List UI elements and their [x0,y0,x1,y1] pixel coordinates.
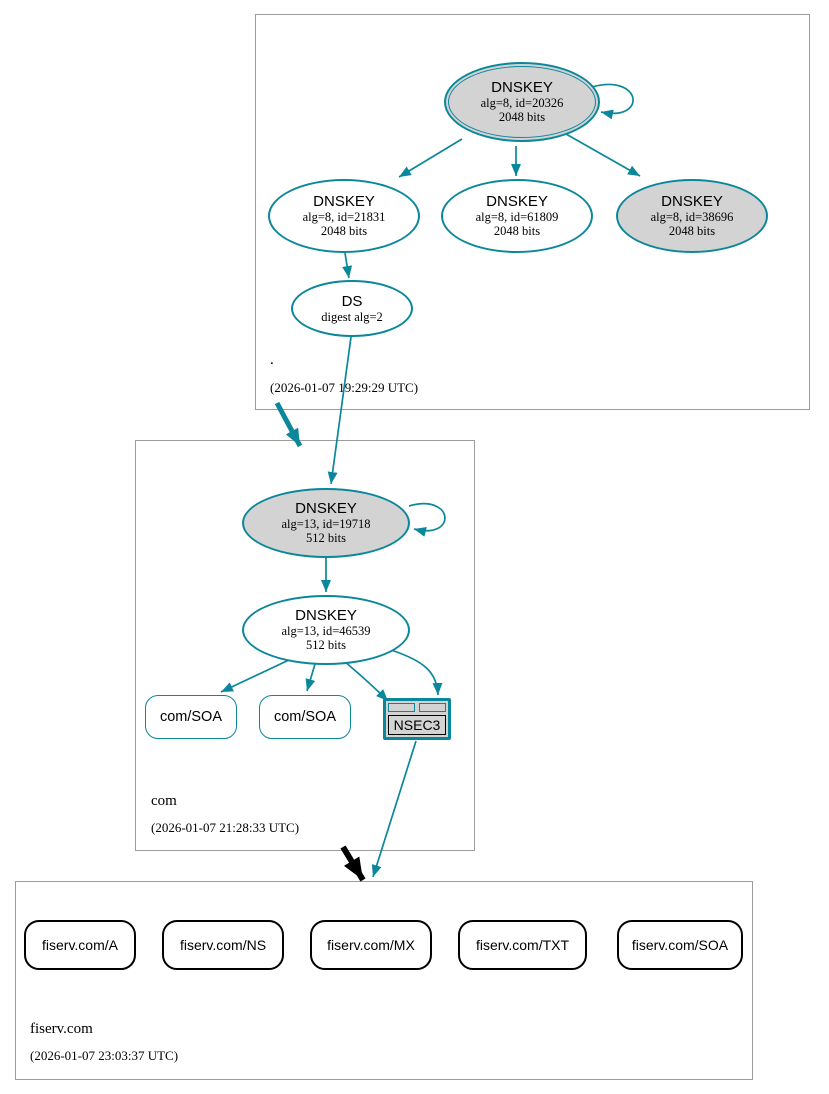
nsec3-top-cell-right [419,703,446,712]
node-size: 512 bits [306,638,346,652]
node-size: 512 bits [306,531,346,545]
node-dnskey-21831[interactable]: DNSKEY alg=8, id=21831 2048 bits [268,179,420,253]
zone-box-fiserv [15,881,753,1080]
nsec3-top-cell-left [388,703,415,712]
node-dnskey-20326[interactable]: DNSKEY alg=8, id=20326 2048 bits [444,62,600,142]
node-detail: alg=8, id=38696 [650,210,734,224]
nsec3-label-cell: NSEC3 [388,715,446,735]
node-com-soa-2[interactable]: com/SOA [259,695,351,739]
zone-timestamp-root: (2026-01-07 19:29:29 UTC) [270,380,419,395]
edge-delegation-com-to-fiserv [340,845,366,882]
node-label: DNSKEY [295,607,357,624]
node-label: fiserv.com/TXT [475,937,570,953]
node-com-soa-1[interactable]: com/SOA [145,695,237,739]
node-detail: alg=8, id=20326 [480,96,564,110]
zone-label-com: com [151,793,177,809]
node-size: 2048 bits [320,224,368,238]
zone-label-root: . [270,352,274,368]
zone-box-com [135,440,475,851]
node-label: fiserv.com/NS [179,937,267,953]
node-dnskey-19718[interactable]: DNSKEY alg=13, id=19718 512 bits [242,488,410,558]
node-detail: alg=8, id=61809 [475,210,559,224]
zone-box-root [255,14,810,410]
node-size: 2048 bits [498,110,546,124]
node-ds[interactable]: DS digest alg=2 [291,280,413,337]
node-label: DNSKEY [491,79,553,96]
node-detail: alg=13, id=19718 [281,517,371,531]
node-label: com/SOA [159,709,223,725]
zone-label-fiserv: fiserv.com [30,1021,93,1037]
node-dnskey-46539[interactable]: DNSKEY alg=13, id=46539 512 bits [242,595,410,665]
zone-timestamp-com: (2026-01-07 21:28:33 UTC) [151,820,300,835]
node-fiserv-a[interactable]: fiserv.com/A [24,920,136,970]
node-label: DNSKEY [295,500,357,517]
node-fiserv-txt[interactable]: fiserv.com/TXT [458,920,587,970]
node-label: DNSKEY [661,193,723,210]
node-label: DS [341,292,363,310]
node-label: DNSKEY [313,193,375,210]
node-nsec3[interactable]: NSEC3 [383,698,451,740]
node-size: 2048 bits [668,224,716,238]
node-label: com/SOA [273,709,337,725]
node-fiserv-ns[interactable]: fiserv.com/NS [162,920,284,970]
node-label: fiserv.com/MX [327,937,415,953]
node-dnskey-38696[interactable]: DNSKEY alg=8, id=38696 2048 bits [616,179,768,253]
node-size: 2048 bits [493,224,541,238]
node-detail: alg=13, id=46539 [281,624,371,638]
node-detail: alg=8, id=21831 [302,210,386,224]
node-fiserv-mx[interactable]: fiserv.com/MX [310,920,432,970]
node-label: DNSKEY [486,193,548,210]
zone-timestamp-fiserv: (2026-01-07 23:03:37 UTC) [30,1048,179,1063]
node-dnskey-61809[interactable]: DNSKEY alg=8, id=61809 2048 bits [441,179,593,253]
node-label: NSEC3 [393,717,441,733]
node-label: fiserv.com/A [42,937,118,953]
node-fiserv-soa[interactable]: fiserv.com/SOA [617,920,743,970]
node-label: fiserv.com/SOA [631,937,729,953]
node-detail: digest alg=2 [321,309,383,324]
